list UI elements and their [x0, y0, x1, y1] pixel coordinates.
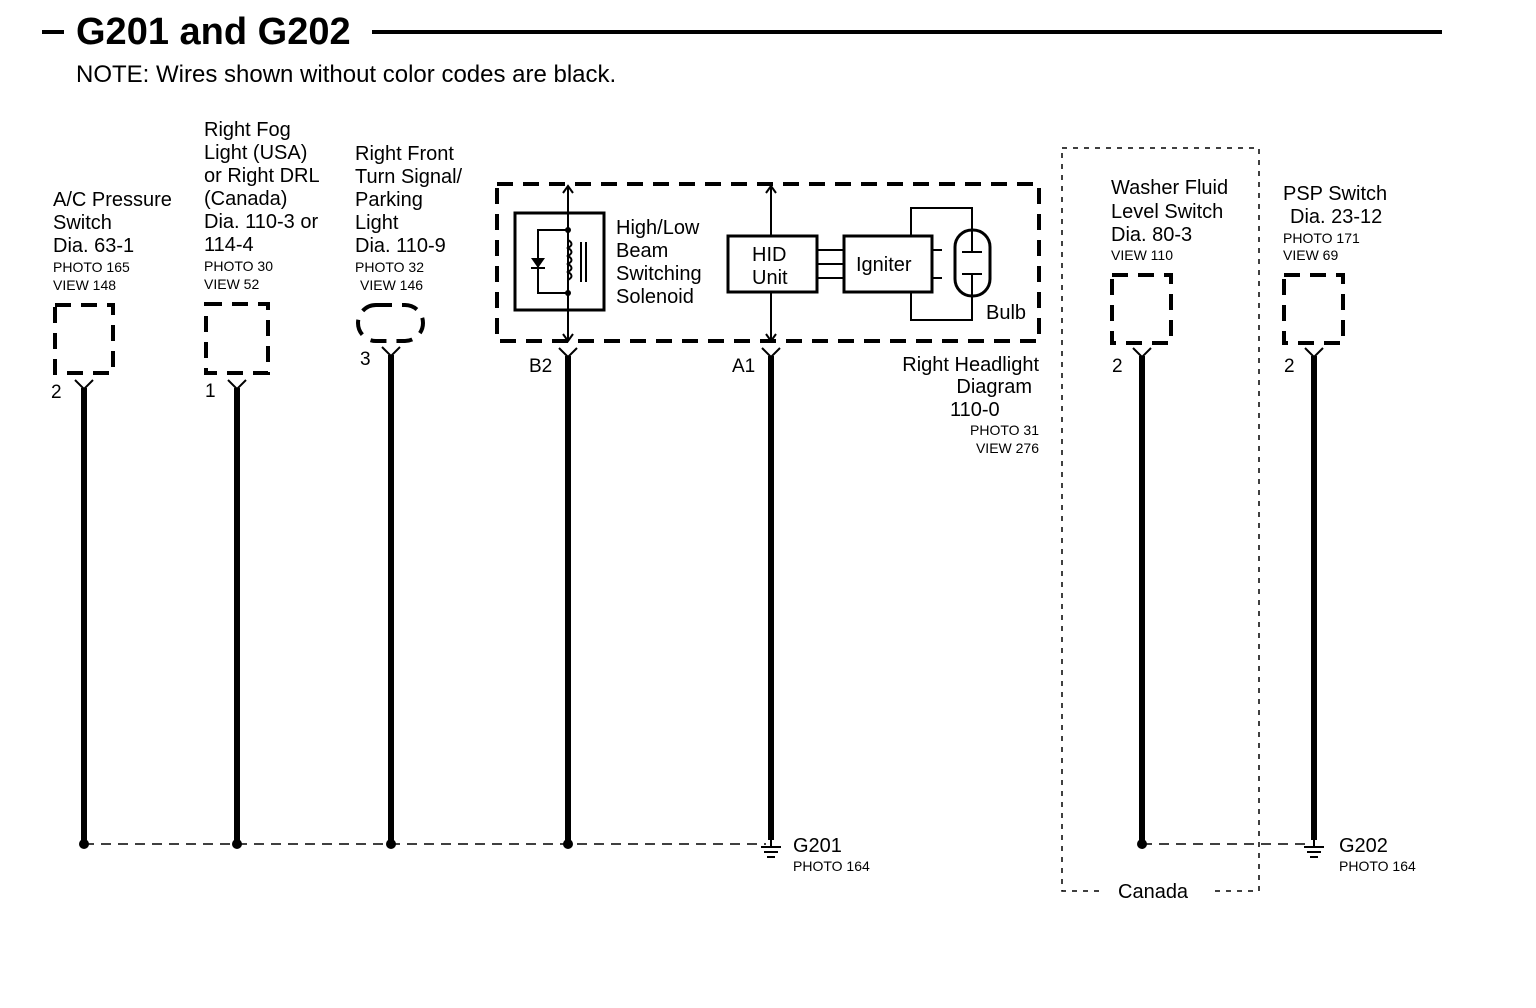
psp-pin: 2 — [1284, 356, 1295, 377]
psp-label-2: Dia. 23-12 — [1290, 206, 1382, 228]
solenoid-label-3: Switching — [616, 263, 702, 285]
turn-connector-box — [356, 303, 425, 343]
b2-pin-chevron — [558, 347, 578, 359]
ac-view: VIEW 148 — [53, 277, 116, 293]
headlight-pin-a1: A1 — [732, 356, 755, 377]
washer-label-1: Washer Fluid — [1111, 177, 1228, 199]
washer-label-3: Dia. 80-3 — [1111, 224, 1192, 246]
igniter-label: Igniter — [856, 254, 912, 276]
psp-photo: PHOTO 171 — [1283, 230, 1360, 246]
headlight-label-3: 110-0 — [950, 399, 1000, 421]
psp-label-1: PSP Switch — [1283, 183, 1387, 205]
turn-label-1: Right Front — [355, 143, 454, 165]
fog-label-1: Right Fog — [204, 119, 291, 141]
hid-arrow-top — [765, 184, 777, 194]
g202-ground-bus: G202 PHOTO 164 — [1137, 835, 1416, 874]
g202-label: G202 — [1339, 835, 1388, 857]
diode-icon — [531, 258, 545, 268]
page-title: G201 and G202 — [76, 11, 351, 53]
right-fog-light: Right Fog Light (USA) or Right DRL (Cana… — [204, 119, 320, 843]
igniter-box — [842, 234, 934, 294]
bulb-label: Bulb — [986, 302, 1026, 324]
washer-pin: 2 — [1112, 356, 1123, 377]
bulb-wire-bottom — [910, 292, 973, 321]
solenoid-box — [513, 211, 606, 312]
ac-photo: PHOTO 165 — [53, 259, 130, 275]
headlight-view: VIEW 276 — [976, 440, 1039, 456]
headlight-outline — [495, 182, 1041, 343]
turn-view: VIEW 146 — [360, 277, 423, 293]
splice-washer — [1137, 839, 1147, 849]
turn-label-2: Turn Signal/ — [355, 166, 463, 188]
g202-ground-icon — [1304, 838, 1324, 858]
g202-photo: PHOTO 164 — [1339, 858, 1416, 874]
a1-pin-chevron — [761, 347, 781, 359]
canada-region-label: Canada — [1118, 881, 1189, 903]
solenoid-label-2: Beam — [616, 240, 668, 262]
g201-ground-icon — [761, 838, 781, 858]
ac-pressure-switch: A/C Pressure Switch Dia. 63-1 PHOTO 165 … — [51, 189, 172, 843]
headlight-pin-b2: B2 — [529, 356, 552, 377]
psp-connector-box — [1282, 273, 1345, 345]
splice-turn — [386, 839, 396, 849]
psp-pin-chevron — [1304, 347, 1324, 359]
fog-label-4: (Canada) — [204, 188, 287, 210]
fog-label-2: Light (USA) — [204, 142, 307, 164]
ac-pin: 2 — [51, 382, 62, 403]
turn-label-3: Parking — [355, 189, 423, 211]
washer-view: VIEW 110 — [1111, 247, 1173, 263]
note-text: NOTE: Wires shown without color codes ar… — [76, 61, 616, 88]
ac-label-3: Dia. 63-1 — [53, 235, 134, 257]
fog-photo: PHOTO 30 — [204, 258, 273, 274]
turn-label-5: Dia. 110-9 — [355, 235, 446, 257]
g201-photo: PHOTO 164 — [793, 858, 870, 874]
fog-pin: 1 — [205, 381, 216, 402]
headlight-label-1: Right Headlight — [902, 354, 1039, 376]
g201-label: G201 — [793, 835, 842, 857]
solenoid-arrow-bottom — [562, 333, 574, 343]
fog-label-3: or Right DRL — [204, 165, 320, 187]
splice-b2 — [563, 839, 573, 849]
splice-ac — [79, 839, 89, 849]
ac-label-2: Switch — [53, 212, 112, 234]
psp-switch: PSP Switch Dia. 23-12 PHOTO 171 VIEW 69 … — [1282, 183, 1387, 840]
washer-pin-chevron — [1132, 347, 1152, 359]
right-front-turn-signal: Right Front Turn Signal/ Parking Light D… — [355, 143, 463, 843]
solenoid-label-1: High/Low — [616, 217, 700, 239]
solenoid-arrow-top — [562, 184, 574, 194]
turn-label-4: Light — [355, 212, 399, 234]
hid-arrow-bottom — [765, 333, 777, 343]
g201-ground-bus: G201 PHOTO 164 — [79, 835, 870, 874]
splice-fog — [232, 839, 242, 849]
hid-label-1: HID — [752, 244, 786, 266]
fog-label-6: 114-4 — [204, 234, 254, 256]
ac-label-1: A/C Pressure — [53, 189, 172, 211]
fog-label-5: Dia. 110-3 or — [204, 211, 318, 233]
right-headlight-assembly: High/Low Beam Switching Solenoid HID Uni… — [495, 182, 1041, 843]
solenoid-label-4: Solenoid — [616, 286, 694, 308]
washer-fluid-level-switch: Washer Fluid Level Switch Dia. 80-3 VIEW… — [1110, 177, 1228, 843]
coil-icon — [565, 239, 573, 281]
turn-pin: 3 — [360, 349, 371, 370]
turn-photo: PHOTO 32 — [355, 259, 424, 275]
washer-label-2: Level Switch — [1111, 201, 1223, 223]
headlight-label-2: Diagram — [956, 376, 1032, 398]
fog-pin-chevron — [227, 379, 247, 391]
fog-connector-box — [204, 302, 270, 375]
fog-view: VIEW 52 — [204, 276, 259, 292]
headlight-photo: PHOTO 31 — [970, 422, 1039, 438]
turn-pin-chevron — [381, 346, 401, 358]
ac-pin-chevron — [74, 379, 94, 391]
bulb-wire-top — [910, 207, 973, 236]
canada-label-bg — [1105, 878, 1211, 904]
hid-label-2: Unit — [752, 267, 788, 289]
ac-connector-box — [53, 303, 115, 375]
washer-connector-box — [1110, 273, 1173, 345]
psp-view: VIEW 69 — [1283, 247, 1338, 263]
